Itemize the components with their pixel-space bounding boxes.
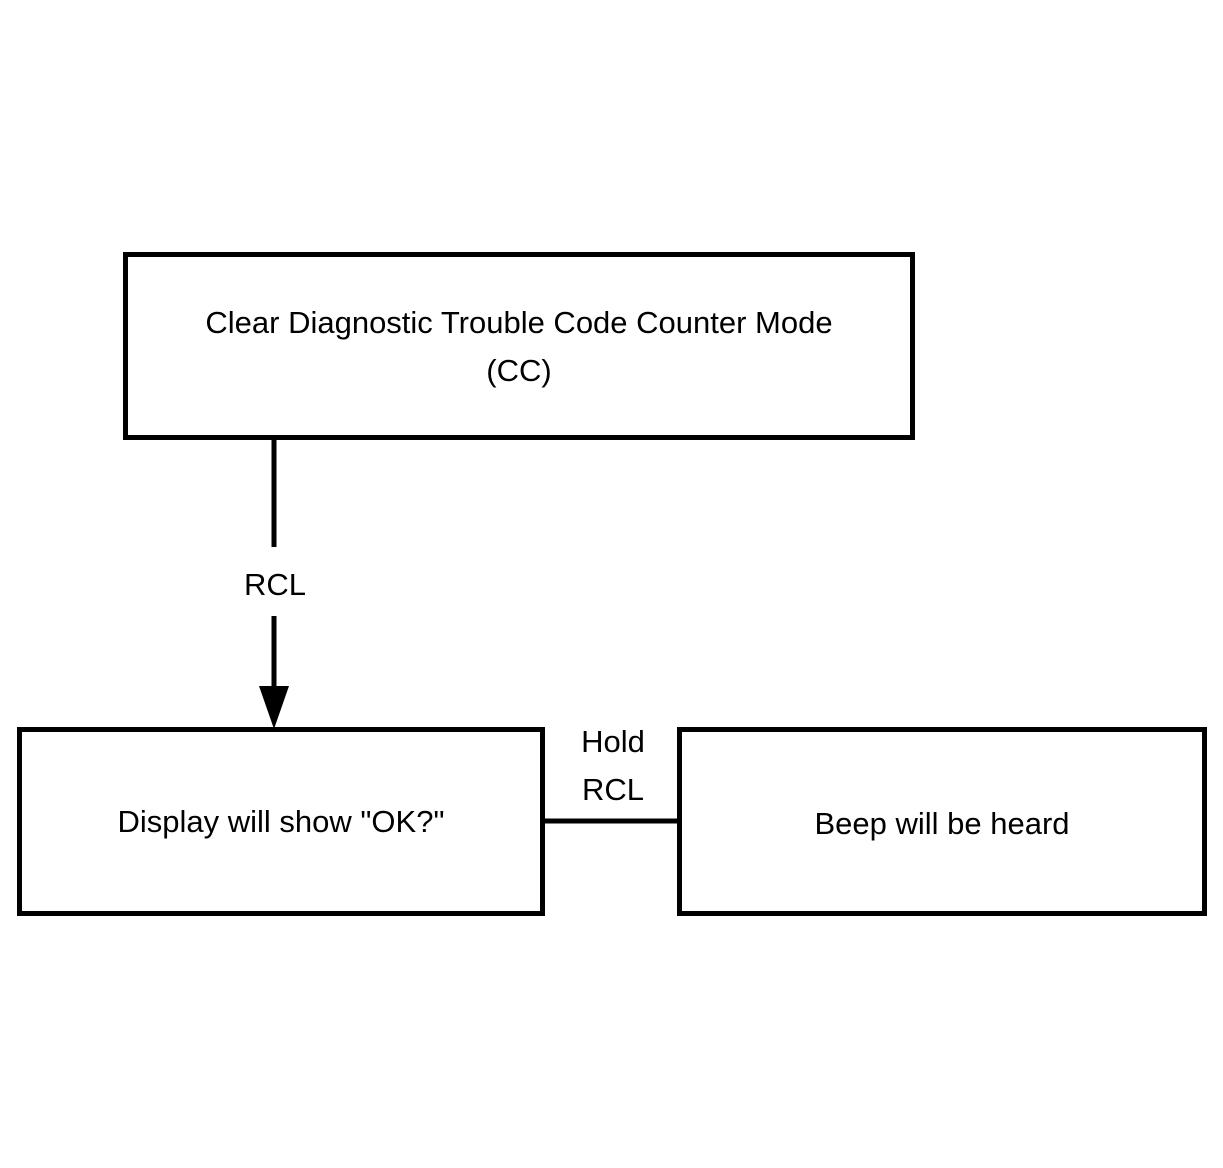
edge-label-hold-rcl-key: RCL — [581, 772, 644, 807]
edge-label-hold: Hold — [581, 724, 645, 759]
node-beep-text: Beep will be heard — [814, 805, 1070, 841]
arrowhead-down-icon — [259, 686, 289, 729]
node-clear-dtc-title: Clear Diagnostic Trouble Code Counter Mo… — [205, 305, 833, 340]
node-display-text: Display will show "OK?" — [117, 803, 445, 839]
node-beep-heard: Beep will be heard — [677, 727, 1207, 916]
edge-label-hold-rcl: Hold RCL — [563, 718, 663, 814]
node-clear-dtc-counter-mode: Clear Diagnostic Trouble Code Counter Mo… — [123, 252, 915, 440]
edge-label-rcl: RCL — [233, 561, 317, 609]
node-clear-dtc-subtitle: (CC) — [486, 353, 552, 388]
node-display-ok: Display will show "OK?" — [17, 727, 545, 916]
